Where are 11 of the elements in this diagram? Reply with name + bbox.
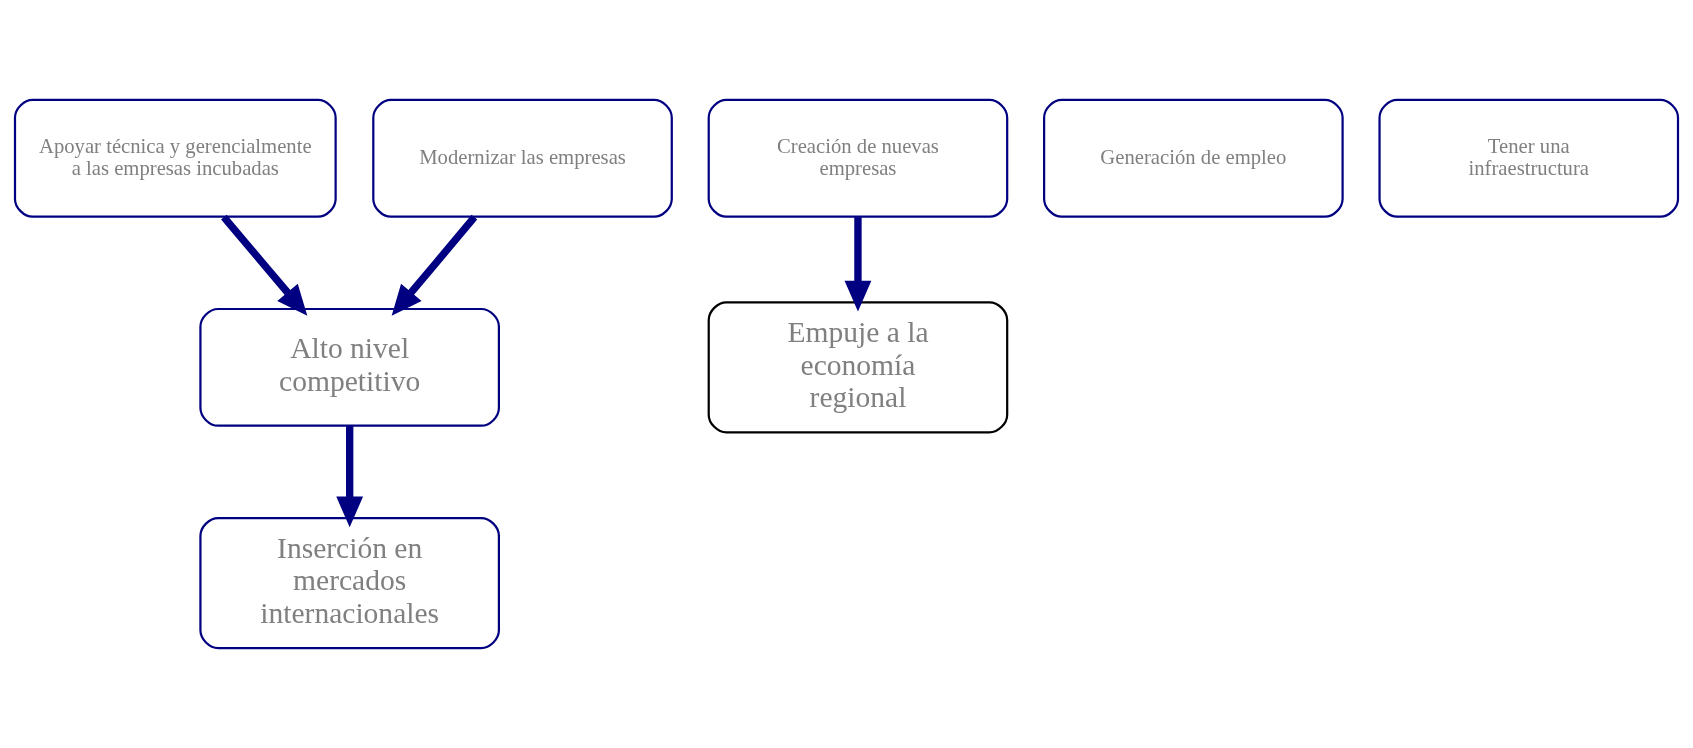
node-box: Tener una infraestructura [1378, 98, 1680, 218]
arrow [221, 214, 308, 316]
node-box: Generación de empleo [1043, 98, 1344, 218]
node-box: Empuje a la economía regional [707, 301, 1009, 434]
node-box: Apoyar técnica y gerencialmente a las empresas incubadas [13, 98, 337, 218]
node-box: Modernizar las empresas [372, 98, 673, 218]
node-box: Inserción en mercados internacionales [199, 516, 500, 650]
arrow [391, 214, 478, 316]
node-box: Alto nivel competitivo [199, 307, 500, 427]
arrow [336, 425, 364, 528]
node-box: Creación de nuevas empresas [707, 98, 1009, 218]
